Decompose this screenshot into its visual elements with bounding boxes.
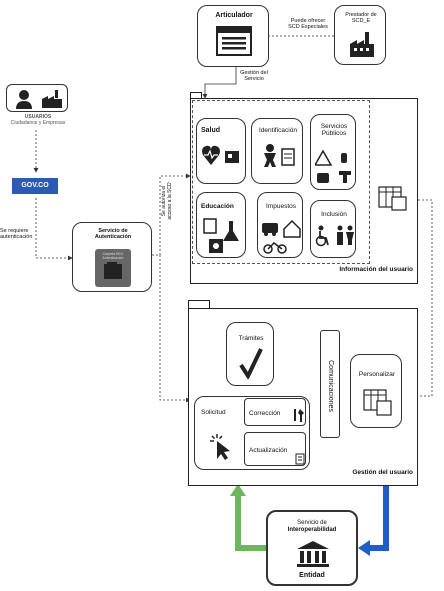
education-icon xyxy=(203,218,239,253)
actualizacion-label: Actualización xyxy=(249,447,288,454)
person-icon xyxy=(16,90,32,109)
impuestos-card[interactable]: Impuestos xyxy=(257,192,303,258)
prestador-node: Prestador de SCD_E xyxy=(334,5,386,65)
interoperabilidad-node: Servicio de Interoperabilidad Entidad xyxy=(266,510,358,586)
interoperabilidad-line2: Interoperabilidad xyxy=(287,526,337,533)
impuestos-label: Impuestos xyxy=(266,203,296,210)
table-icon xyxy=(378,186,407,211)
usuarios-node xyxy=(6,84,68,112)
vertical-note-line2: acceso a la SCD xyxy=(167,182,173,220)
gestion-servicio-line2: Servicio xyxy=(244,76,264,83)
tools-icon xyxy=(294,409,304,422)
browser-window-icon xyxy=(216,26,252,56)
gestion-usuario-title: Gestión del usuario xyxy=(352,469,413,476)
articulador-to-info-line xyxy=(202,66,237,99)
factory-small-icon xyxy=(42,90,62,108)
blue-arrowhead xyxy=(358,540,370,556)
govco-badge[interactable]: GOV.CO xyxy=(12,178,58,194)
educacion-card[interactable]: Educación xyxy=(196,192,246,258)
autenticacion-line2: Autenticación xyxy=(94,234,132,241)
checkmark-icon xyxy=(239,348,263,379)
tramites-card[interactable]: Trámites xyxy=(226,322,274,386)
click-cursor-icon xyxy=(210,434,230,460)
factory-icon xyxy=(350,32,374,57)
vertical-note: Se autoriza el acceso a la SCD xyxy=(161,166,181,236)
right-loop-line xyxy=(406,199,433,397)
gestion-servicio-label: Gestión del Servicio xyxy=(232,70,276,83)
solicitud-label: Solicitud xyxy=(201,409,226,416)
servicios-publicos-card[interactable]: Servicios Públicos xyxy=(310,114,356,190)
auth-to-info-line xyxy=(152,173,191,256)
interoperabilidad-label: Servicio de Interoperabilidad xyxy=(268,520,356,534)
auth-folder-label: Carpeta SEG Autenticación xyxy=(102,252,124,261)
puede-ofrecer-label: Puede ofrecer SCD Especiales xyxy=(282,18,334,31)
puede-ofrecer-line2: SCD Especiales xyxy=(288,24,328,31)
personalizar-card[interactable]: Personalizar xyxy=(350,354,402,428)
articulador-node: Articulador xyxy=(197,5,269,67)
customize-table-icon xyxy=(363,389,392,416)
interoperabilidad-line1: Servicio de xyxy=(297,520,327,526)
autenticacion-label: Servicio de Autenticación xyxy=(73,228,153,241)
government-building-icon xyxy=(297,541,329,567)
health-icon xyxy=(202,145,239,165)
prestador-label: Prestador de SCD_E xyxy=(335,12,387,25)
document-edit-icon xyxy=(295,453,305,465)
auth-to-gestion-line xyxy=(159,255,191,403)
prestador-line1: Prestador de xyxy=(345,12,377,18)
personalizar-label: Personalizar xyxy=(358,371,396,378)
correccion-label: Corrección xyxy=(249,410,281,417)
taxes-icon xyxy=(262,219,301,254)
informacion-title: Información del usuario xyxy=(339,266,413,273)
folder-icon xyxy=(104,262,122,279)
govco-label: GOV.CO xyxy=(21,182,49,189)
usuarios-line2: Ciudadanos y Empresas xyxy=(10,119,66,126)
tramites-label: Trámites xyxy=(238,335,264,342)
actualizacion-card[interactable]: Actualización xyxy=(244,432,306,466)
utilities-icon xyxy=(315,149,351,183)
usuarios-line1: USUARIOS xyxy=(24,114,52,120)
autenticacion-node: Servicio de Autenticación Carpeta SEG Au… xyxy=(72,222,152,292)
baby-document-icon xyxy=(264,144,295,167)
comunicaciones-bar[interactable]: Comunicaciones xyxy=(320,330,340,438)
autenticacion-line1: Servicio de xyxy=(98,228,128,234)
prestador-line2: SCD_E xyxy=(351,18,371,25)
informacion-inner-dashed xyxy=(192,100,370,264)
inclusion-card[interactable]: Inclusión xyxy=(310,200,356,258)
green-arrow-line xyxy=(235,492,268,551)
comunicaciones-label: Comunicaciones xyxy=(327,360,334,412)
blue-arrow-line xyxy=(366,486,389,551)
puede-ofrecer-line1: Puede ofrecer xyxy=(290,18,326,24)
se-requiere-label: Se requiere autenticación xyxy=(0,228,34,241)
correccion-card[interactable]: Corrección xyxy=(244,398,306,426)
usuarios-label: USUARIOS Ciudadanos y Empresas xyxy=(0,114,76,127)
educacion-label: Educación xyxy=(201,203,234,210)
inclusion-label: Inclusión xyxy=(321,211,347,218)
govco-to-auth-line xyxy=(35,198,73,261)
auth-folder: Carpeta SEG Autenticación xyxy=(95,249,131,287)
articulador-title: Articulador xyxy=(215,12,253,19)
identificacion-card[interactable]: Identificación xyxy=(251,118,303,184)
green-arrowhead xyxy=(230,484,246,496)
entidad-label: Entidad xyxy=(299,572,325,579)
se-requiere-line2: autenticación xyxy=(0,234,33,241)
identificacion-label: Identificación xyxy=(259,127,297,134)
gestion-servicio-line1: Gestión del xyxy=(240,70,268,76)
servicios-publicos-label: Servicios Públicos xyxy=(320,123,348,138)
salud-card[interactable]: Salud xyxy=(196,118,246,184)
gestion-tab xyxy=(188,300,210,309)
salud-label: Salud xyxy=(201,127,221,134)
se-requiere-line1: Se requiere xyxy=(0,228,29,234)
info-tab xyxy=(190,92,202,98)
accessibility-icon xyxy=(315,225,354,247)
